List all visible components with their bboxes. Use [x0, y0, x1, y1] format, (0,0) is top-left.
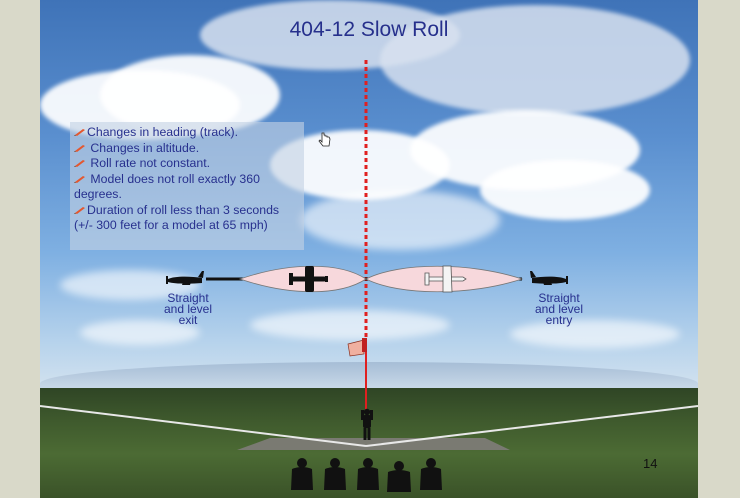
- slide-title: 404-12 Slow Roll: [289, 18, 449, 41]
- criteria-list: Changes in heading (track). Changes in a…: [70, 122, 304, 250]
- cloud: [60, 270, 200, 300]
- judge-figure: [420, 458, 442, 490]
- entry-label-line: and level: [534, 302, 584, 316]
- pencil-icon: [74, 144, 85, 152]
- page-number: 14: [643, 456, 658, 471]
- judge-figure: [357, 458, 379, 490]
- cloud: [380, 5, 690, 115]
- entry-label: Straight and level entry: [525, 291, 593, 327]
- hand-cursor-icon: [318, 132, 331, 147]
- pilot-figure: [361, 408, 373, 440]
- airplane-upright-icon: [424, 265, 467, 293]
- criteria-item: Changes in altitude.: [74, 141, 300, 157]
- judge-figure: [324, 458, 346, 490]
- diagram-overlay: [40, 60, 698, 492]
- judge-figure: [291, 458, 313, 490]
- criteria-text: Roll rate not constant.: [90, 156, 211, 170]
- slide: 404-12 Slow Roll Changes in heading (tra…: [40, 0, 698, 498]
- cloud: [100, 55, 280, 135]
- right-boundary-line: [365, 405, 698, 447]
- judges-row: [291, 458, 442, 492]
- exit-label-line: and level: [163, 302, 213, 316]
- pencil-icon: [74, 160, 85, 167]
- airplane-inverted-icon: [289, 266, 328, 292]
- criteria-text: Duration of roll less than 3 seconds (+/…: [74, 202, 280, 233]
- criteria-text: Changes in heading (track).: [87, 125, 239, 139]
- cloud: [80, 320, 200, 345]
- cloud: [250, 310, 450, 340]
- pencil-icon: [74, 175, 85, 183]
- pencil-icon: [74, 206, 85, 214]
- pencil-icon: [74, 129, 85, 136]
- cloud: [300, 190, 500, 250]
- cloud: [510, 320, 680, 348]
- entry-label-line: entry: [545, 313, 573, 327]
- exit-label: Straight and level exit: [156, 291, 220, 327]
- cloud: [480, 160, 650, 220]
- airplane-entry-icon: [530, 271, 568, 285]
- left-boundary-line: [40, 405, 367, 447]
- entry-label-line: Straight: [538, 291, 580, 305]
- criteria-text: Changes in altitude.: [90, 140, 200, 155]
- criteria-text: Model does not roll exactly 360 degrees.: [74, 171, 260, 202]
- criteria-item: Changes in heading (track).: [74, 125, 300, 141]
- sky-background: [40, 0, 698, 390]
- runway: [237, 438, 510, 450]
- flag-icon: [347, 338, 367, 357]
- criteria-item: Model does not roll exactly 360 degrees.: [74, 172, 300, 203]
- airplane-exit-icon: [166, 271, 204, 285]
- exit-label-line: Straight: [167, 291, 209, 305]
- criteria-item: Roll rate not constant.: [74, 156, 300, 172]
- judge-figure: [387, 461, 411, 492]
- criteria-item: Duration of roll less than 3 seconds (+/…: [74, 203, 300, 234]
- exit-label-line: exit: [178, 313, 198, 327]
